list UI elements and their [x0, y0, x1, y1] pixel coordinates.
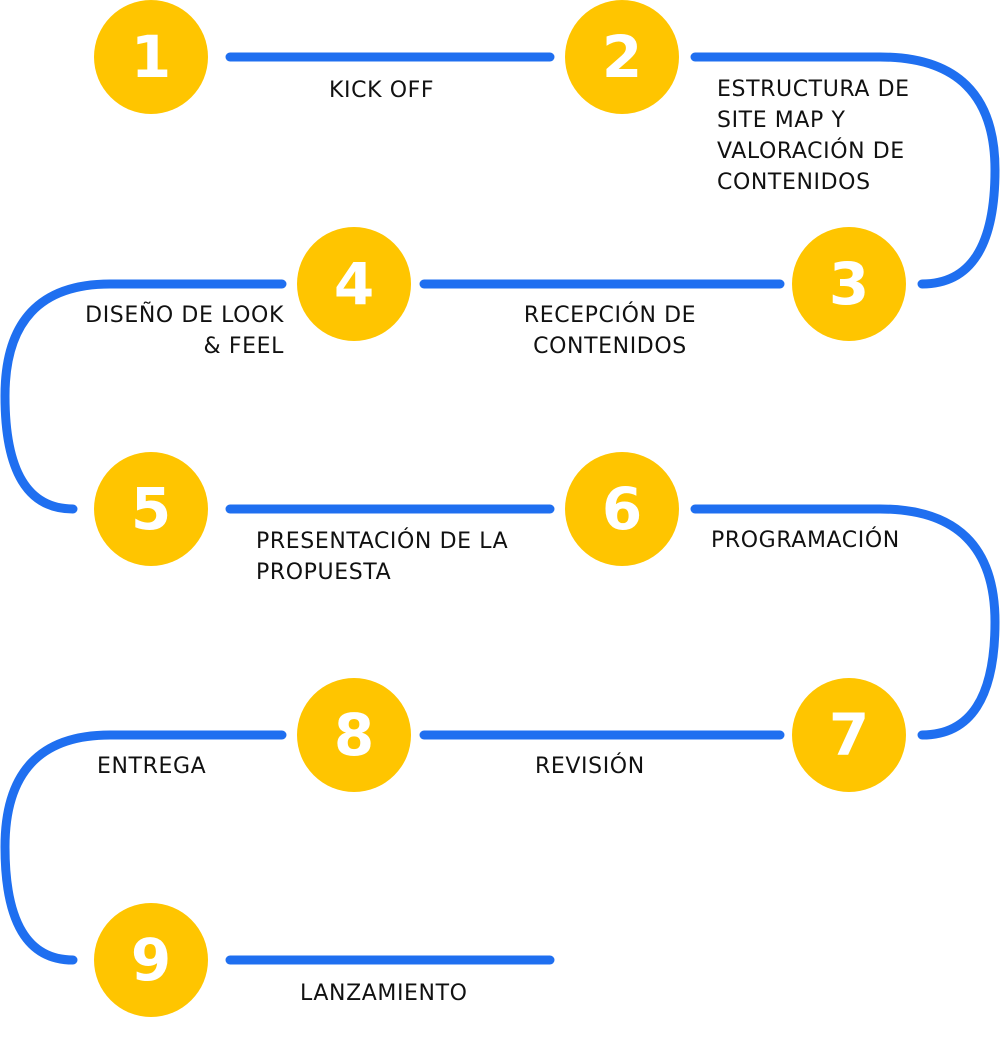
- step-2-circle: 2: [565, 0, 679, 114]
- step-1-number: 1: [130, 23, 172, 91]
- step-5-circle: 5: [94, 452, 208, 566]
- step-3-number: 3: [828, 250, 870, 318]
- curve-8-9: [0, 730, 287, 965]
- step-9-circle: 9: [94, 903, 208, 1017]
- step-5-number: 5: [130, 475, 172, 543]
- step-7-label: REVISIÓN: [535, 754, 645, 779]
- step-8-circle: 8: [297, 678, 411, 792]
- step-9-number: 9: [130, 926, 172, 994]
- step-4-number: 4: [333, 250, 375, 318]
- step-6-circle: 6: [565, 452, 679, 566]
- step-3-label: RECEPCIÓN DE CONTENIDOS: [523, 303, 697, 359]
- step-7-number: 7: [828, 701, 870, 769]
- step-6-label: PROGRAMACIÓN: [711, 528, 900, 553]
- step-1-circle: 1: [94, 0, 208, 114]
- step-7-circle: 7: [792, 678, 906, 792]
- step-8-number: 8: [333, 701, 375, 769]
- step-9-label: LANZAMIENTO: [300, 981, 468, 1006]
- step-2-number: 2: [601, 23, 643, 91]
- step-5-label: PRESENTACIÓN DE LA PROPUESTA: [256, 529, 509, 585]
- step-6-number: 6: [601, 475, 643, 543]
- step-4-circle: 4: [297, 227, 411, 341]
- step-4-label: DISEÑO DE LOOK & FEEL: [85, 303, 284, 359]
- curve-6-7: [690, 504, 1000, 740]
- step-8-label: ENTREGA: [97, 754, 207, 779]
- curve-4-5: [0, 279, 287, 514]
- curve-2-3: [690, 52, 1000, 289]
- step-3-circle: 3: [792, 227, 906, 341]
- step-1-label: KICK OFF: [329, 78, 435, 103]
- step-2-label: ESTRUCTURA DE SITE MAP Y VALORACIÓN DE C…: [717, 77, 910, 195]
